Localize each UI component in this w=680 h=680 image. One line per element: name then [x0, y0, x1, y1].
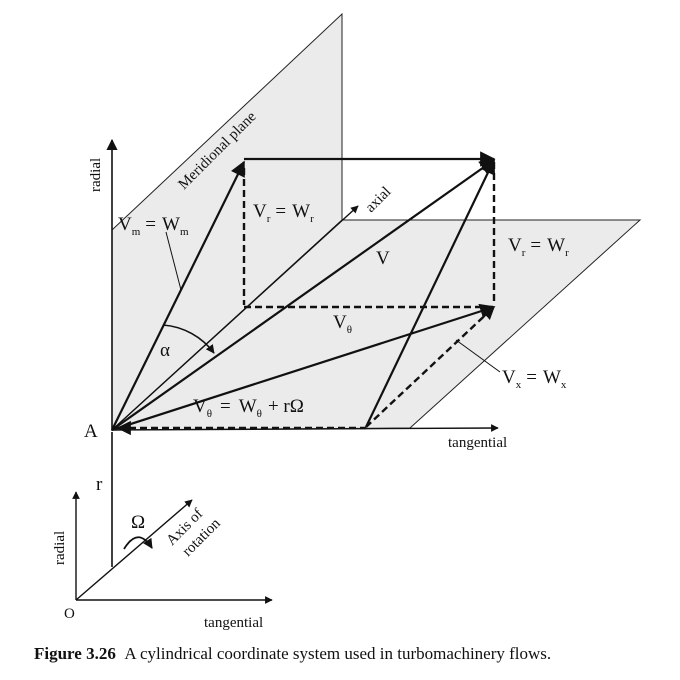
- radial-label-lower: radial: [52, 531, 68, 565]
- radial-label-upper: radial: [88, 158, 104, 192]
- r-label: r: [96, 474, 103, 495]
- v-projection-vector: [111, 303, 496, 432]
- vx-dashed: [365, 306, 495, 428]
- vr-equals-wr-left-label: Vr=Wr: [253, 201, 314, 225]
- omega-label: Ω: [131, 512, 145, 533]
- axial-label: axial: [363, 184, 395, 216]
- tangential-label-upper: tangential: [448, 435, 507, 451]
- point-a-label: A: [84, 421, 98, 442]
- vx-equals-wx-label: Vx=Wx: [502, 367, 567, 391]
- v-vector: [111, 159, 496, 431]
- v-label: V: [376, 248, 390, 269]
- vm-equals-wm-label: Vm=Wm: [118, 214, 189, 238]
- vtheta-equals-wtheta-plus-romega-label: Vθ=Wθ+ rΩ: [193, 396, 304, 420]
- vr-equals-wr-right-label: Vr=Wr: [508, 235, 569, 259]
- slant-edge-vector: [365, 158, 495, 428]
- figure-caption-text: A cylindrical coordinate system used in …: [124, 644, 552, 663]
- figure-caption: Figure 3.26 A cylindrical coordinate sys…: [34, 644, 674, 664]
- origin-label: O: [64, 606, 75, 622]
- vtheta-label: Vθ: [333, 312, 352, 336]
- vx-leader-line: [455, 339, 501, 373]
- rotation-axis: [75, 499, 193, 601]
- vm-vector: [111, 160, 245, 431]
- figure-number: Figure 3.26: [34, 644, 116, 663]
- tangential-label-lower: tangential: [204, 615, 263, 631]
- alpha-arc: [162, 324, 215, 354]
- alpha-label: α: [160, 340, 170, 361]
- omega-rotation-arrow: [123, 536, 153, 550]
- axial-axis: [111, 205, 359, 431]
- vm-leader-line: [165, 231, 182, 291]
